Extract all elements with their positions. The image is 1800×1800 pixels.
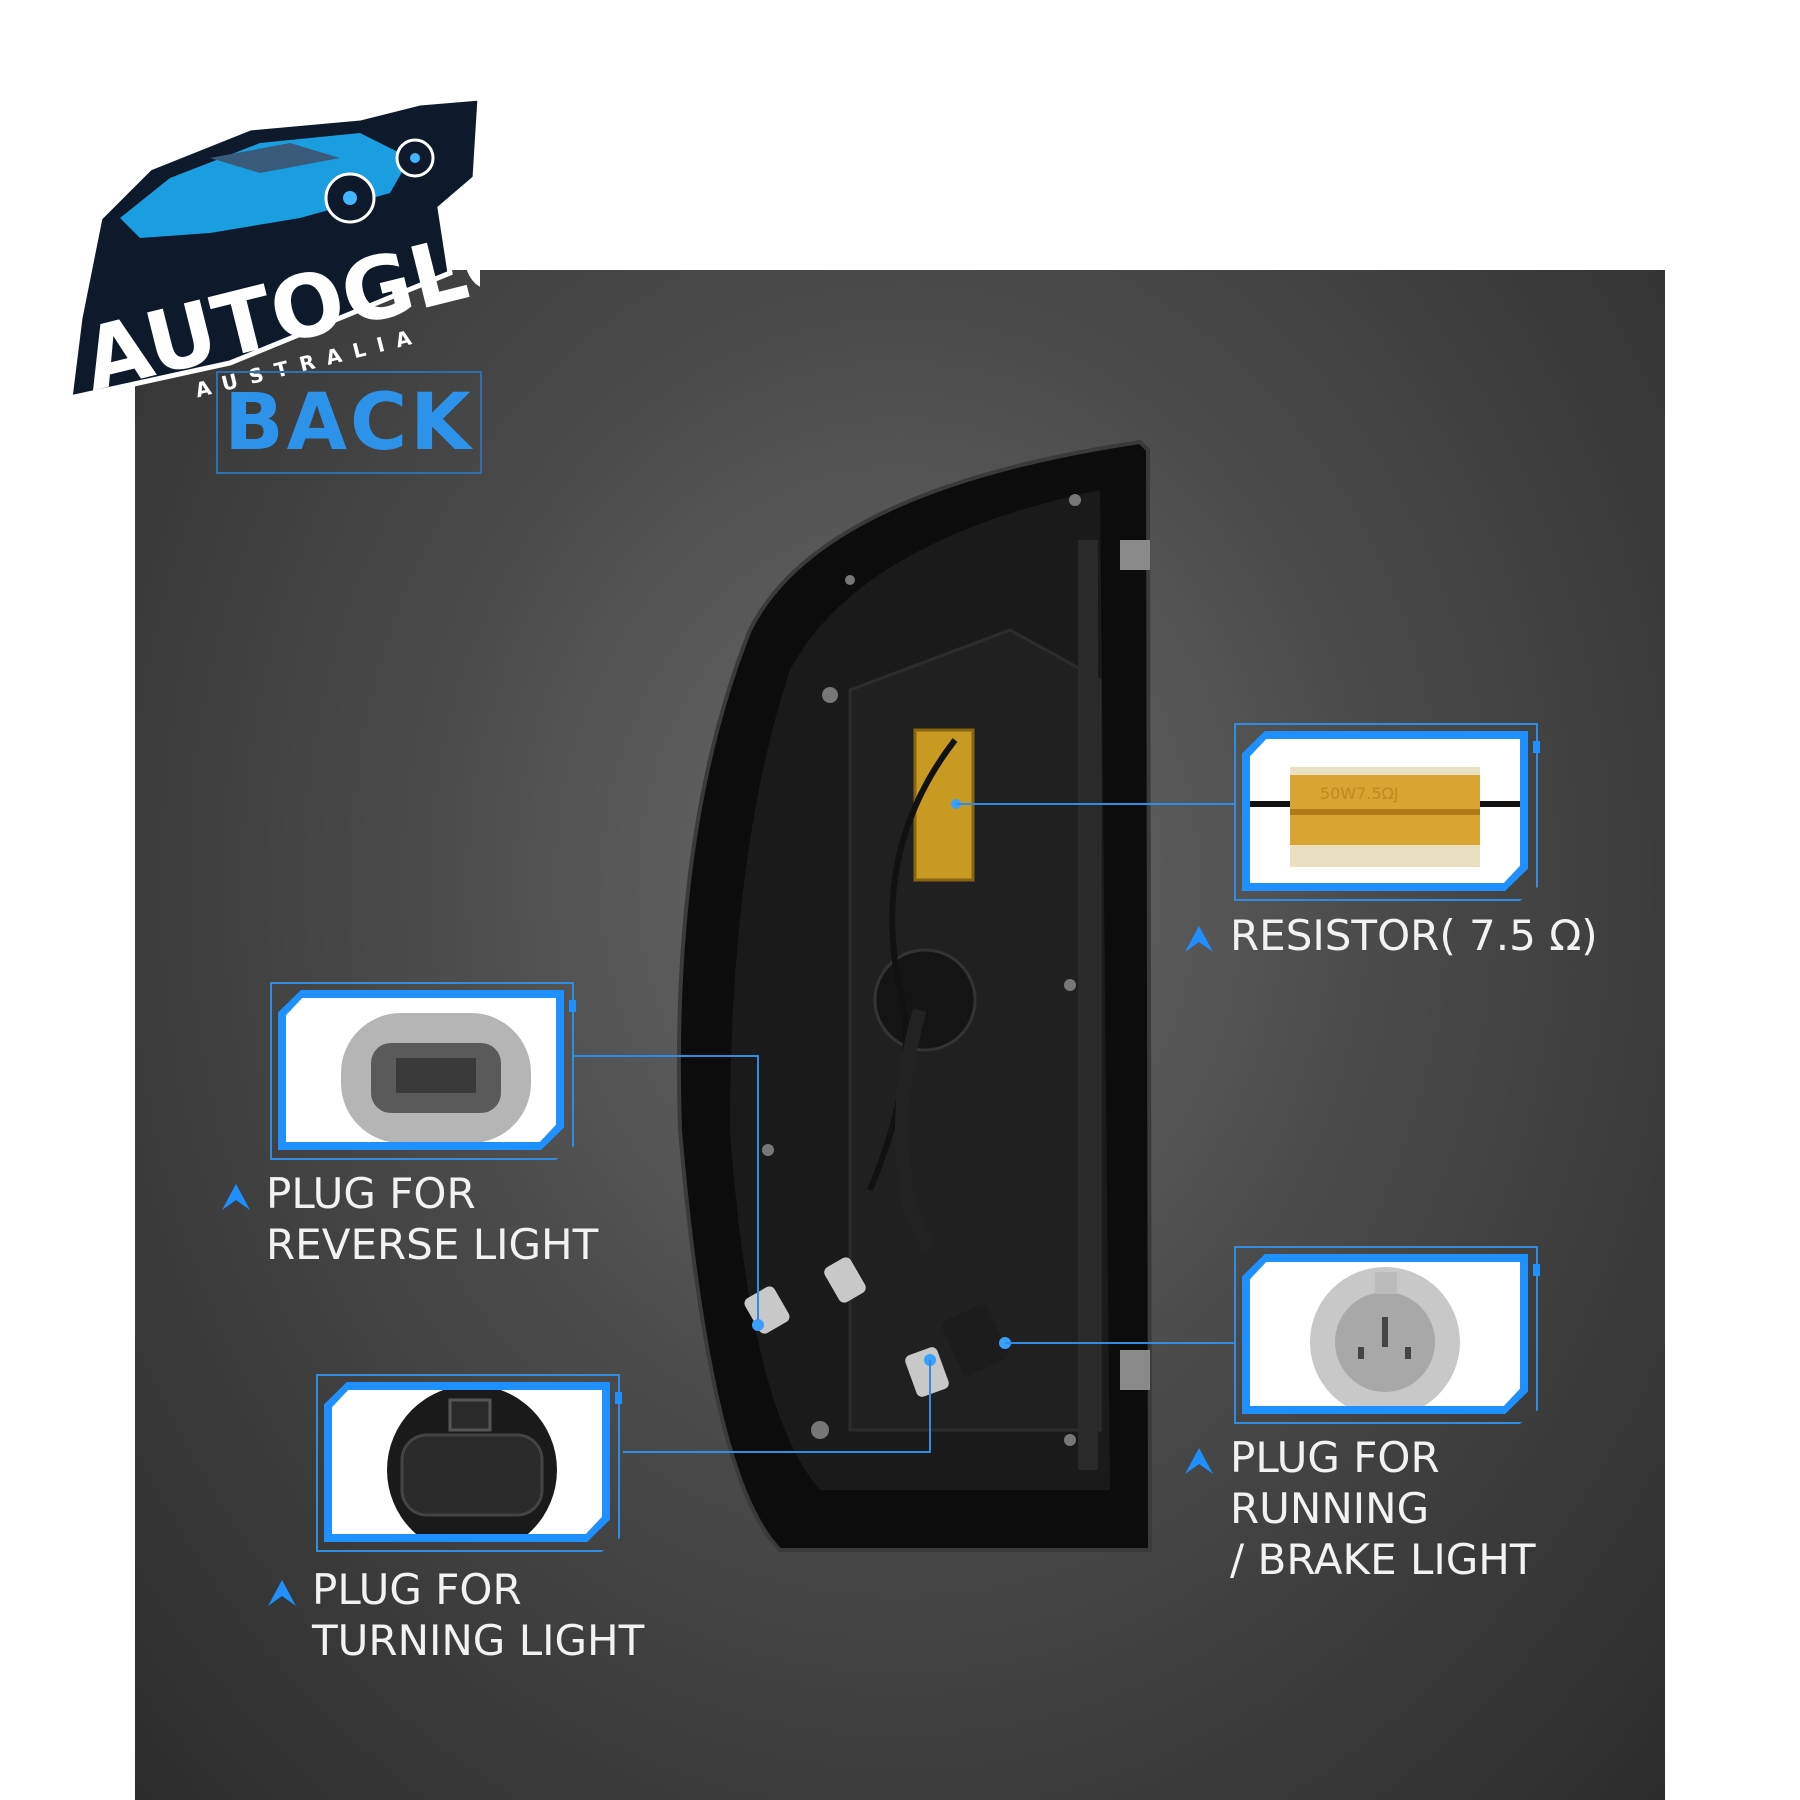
chevron-up-icon — [222, 1184, 250, 1210]
reverse-plug-photo — [286, 998, 556, 1142]
taillight-back-image — [676, 439, 1153, 1552]
running-label-line3: / BRAKE LIGHT — [1230, 1535, 1536, 1584]
resistor-label: RESISTOR( 7.5 Ω) — [1230, 911, 1598, 960]
resistor-panel: 50W7.5ΩJ — [1234, 723, 1540, 901]
running-plug-photo — [1250, 1262, 1520, 1406]
running-label-line1: PLUG FOR — [1230, 1433, 1440, 1482]
resistor-photo: 50W7.5ΩJ — [1250, 739, 1520, 883]
reverse-label-line1: PLUG FOR — [266, 1169, 476, 1218]
chevron-up-icon — [268, 1580, 296, 1606]
autoglo-logo: AUTOGLO AUSTRALIA — [67, 98, 480, 398]
running-plug-panel — [1234, 1246, 1540, 1424]
turning-label-line2: TURNING LIGHT — [312, 1616, 645, 1665]
resistor-marking: 50W7.5ΩJ — [1320, 784, 1399, 803]
turning-leader — [623, 1360, 931, 1453]
chevron-up-icon — [1185, 1448, 1213, 1474]
back-heading: BACK — [224, 378, 474, 468]
chevron-up-icon — [1185, 926, 1213, 952]
turning-plug-panel — [316, 1374, 622, 1552]
reverse-label-line2: REVERSE LIGHT — [266, 1220, 599, 1269]
reverse-leader — [574, 1055, 759, 1320]
running-label-line2: RUNNING — [1230, 1484, 1430, 1533]
reverse-plug-panel — [270, 982, 576, 1160]
turning-label-line1: PLUG FOR — [312, 1565, 522, 1614]
back-heading-box: BACK — [216, 371, 482, 474]
turning-plug-photo — [332, 1390, 602, 1534]
